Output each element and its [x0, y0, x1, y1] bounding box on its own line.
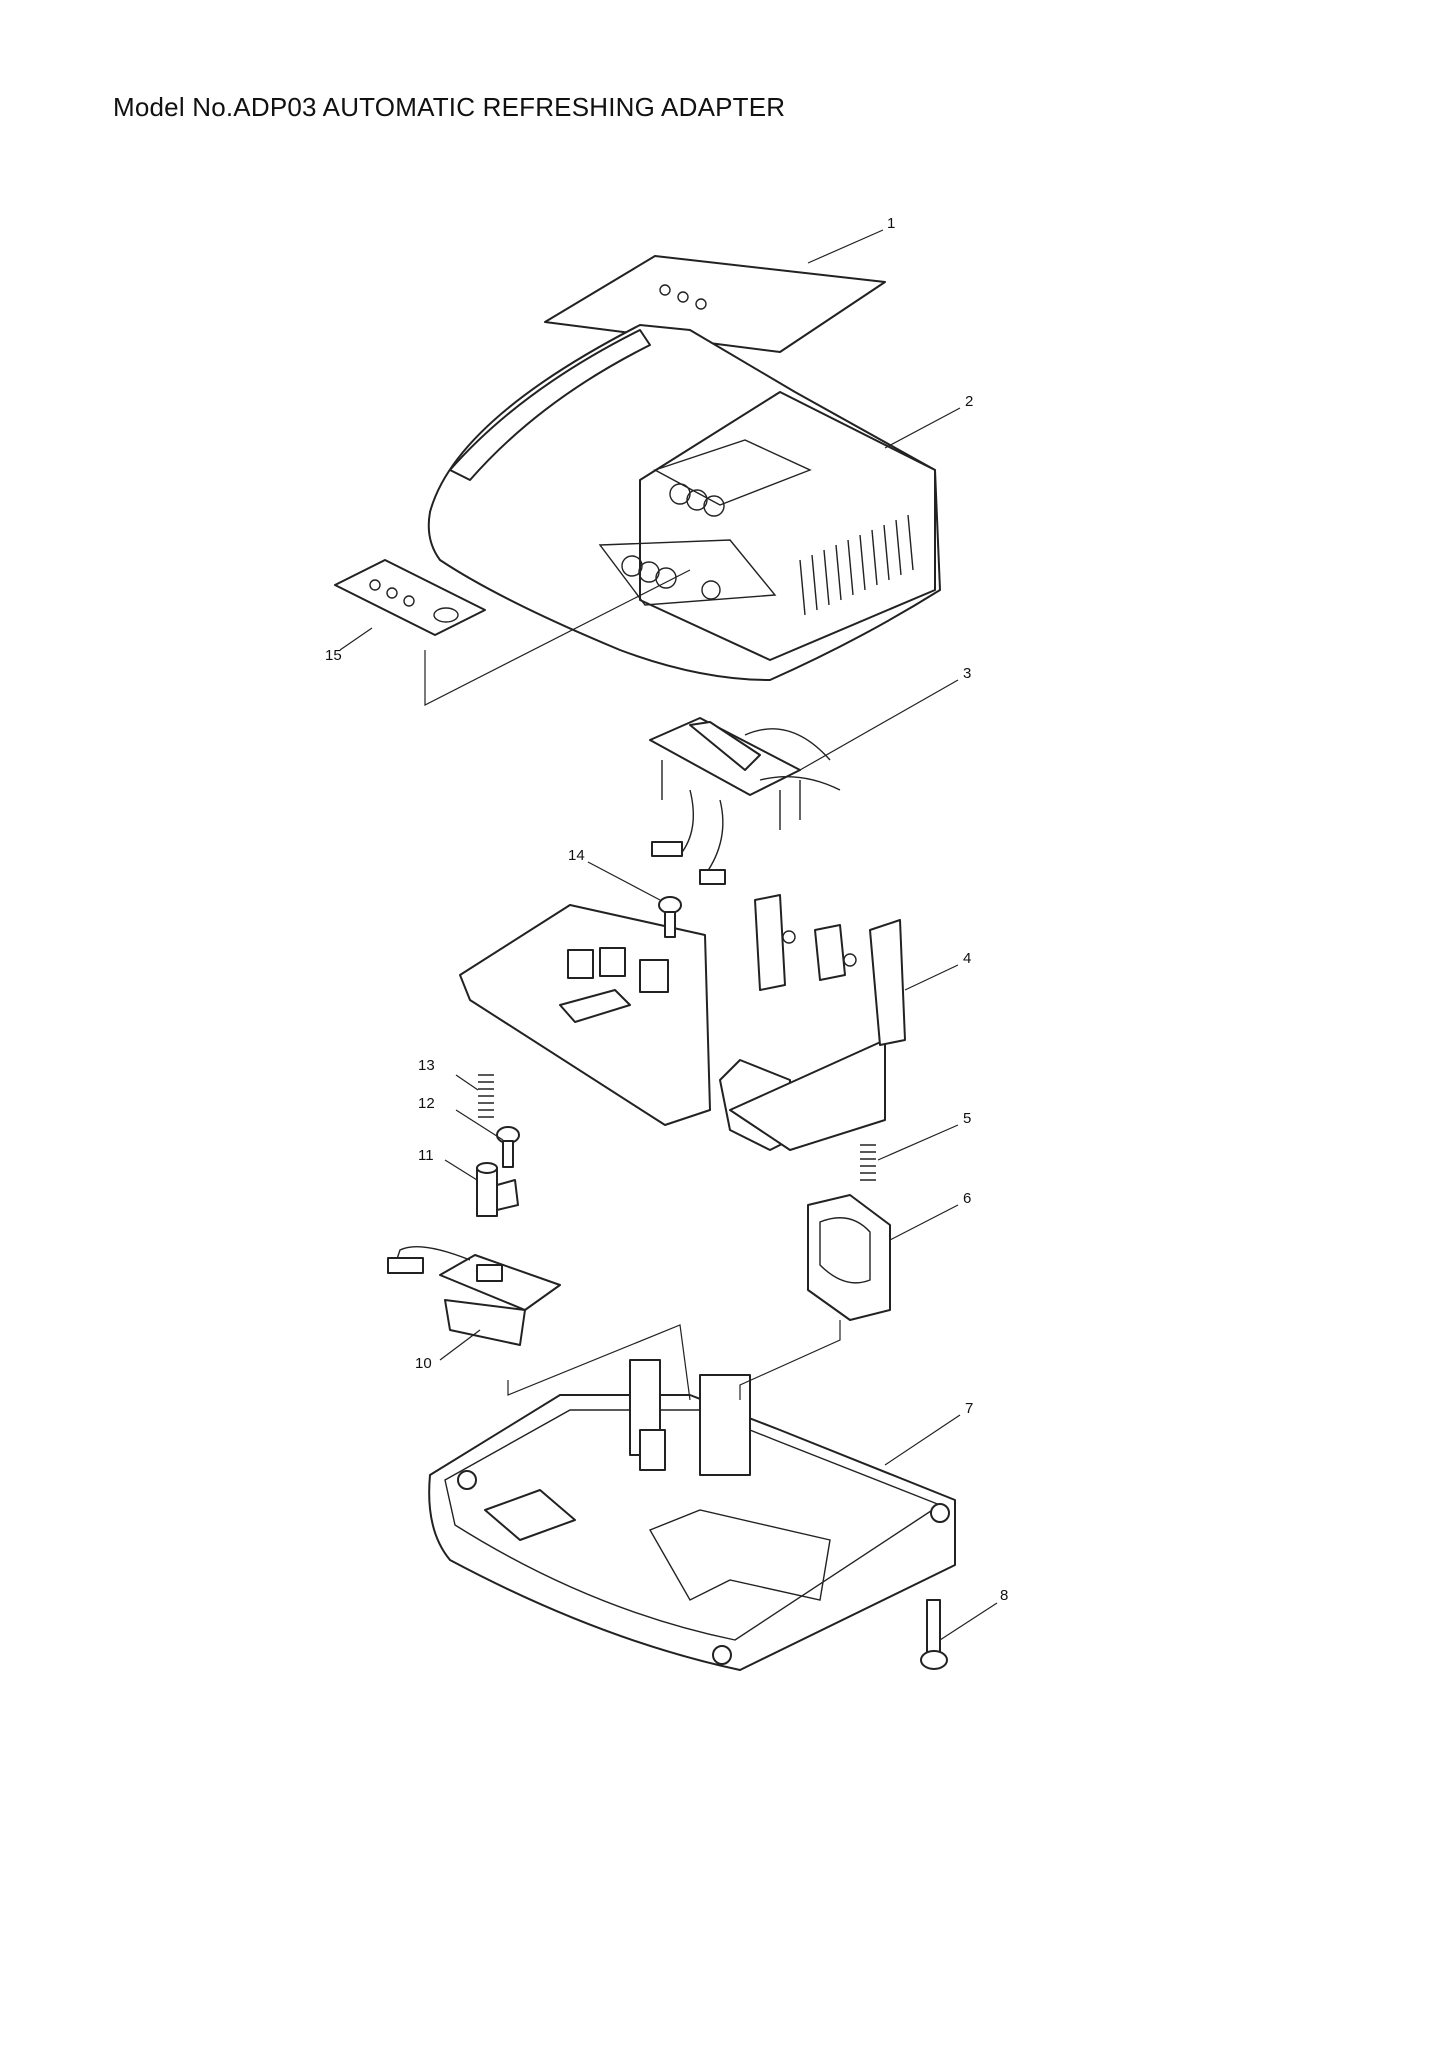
part-12-screw — [496, 1126, 520, 1168]
page-title: Model No.ADP03 AUTOMATIC REFRESHING ADAP… — [113, 92, 786, 122]
callout-15: 15 — [325, 647, 342, 664]
callout-14: 14 — [568, 847, 585, 864]
callout-13: 13 — [418, 1057, 435, 1074]
part-6-bracket — [807, 1194, 891, 1321]
callout-3: 3 — [963, 665, 971, 682]
part-15-front-label — [334, 559, 486, 636]
part-4-main-pcb — [459, 894, 906, 1151]
part-10-small-pcb — [387, 1245, 561, 1346]
callout-1: 1 — [887, 215, 895, 232]
part-14-screw — [658, 896, 682, 938]
callout-6: 6 — [963, 1190, 971, 1207]
part-7-base — [428, 1359, 956, 1671]
callout-8: 8 — [1000, 1587, 1008, 1604]
callout-labels: 1 2 3 4 5 6 7 8 10 11 12 13 14 15 — [325, 215, 1008, 1604]
callout-2: 2 — [965, 393, 973, 410]
part-8-screw — [920, 1599, 948, 1670]
leader-lines — [339, 229, 998, 1641]
part-13-spring — [478, 1074, 494, 1118]
callout-4: 4 — [963, 950, 971, 967]
callout-12: 12 — [418, 1095, 435, 1112]
part-2-upper-housing — [427, 324, 941, 681]
part-3-terminal-board — [649, 717, 841, 885]
part-1-label-sheet — [544, 255, 886, 353]
callout-10: 10 — [415, 1355, 432, 1372]
callout-11: 11 — [418, 1147, 434, 1164]
part-11-spacer — [476, 1162, 519, 1217]
part-5-spring — [860, 1144, 876, 1181]
callout-7: 7 — [965, 1400, 973, 1417]
callout-5: 5 — [963, 1110, 971, 1127]
